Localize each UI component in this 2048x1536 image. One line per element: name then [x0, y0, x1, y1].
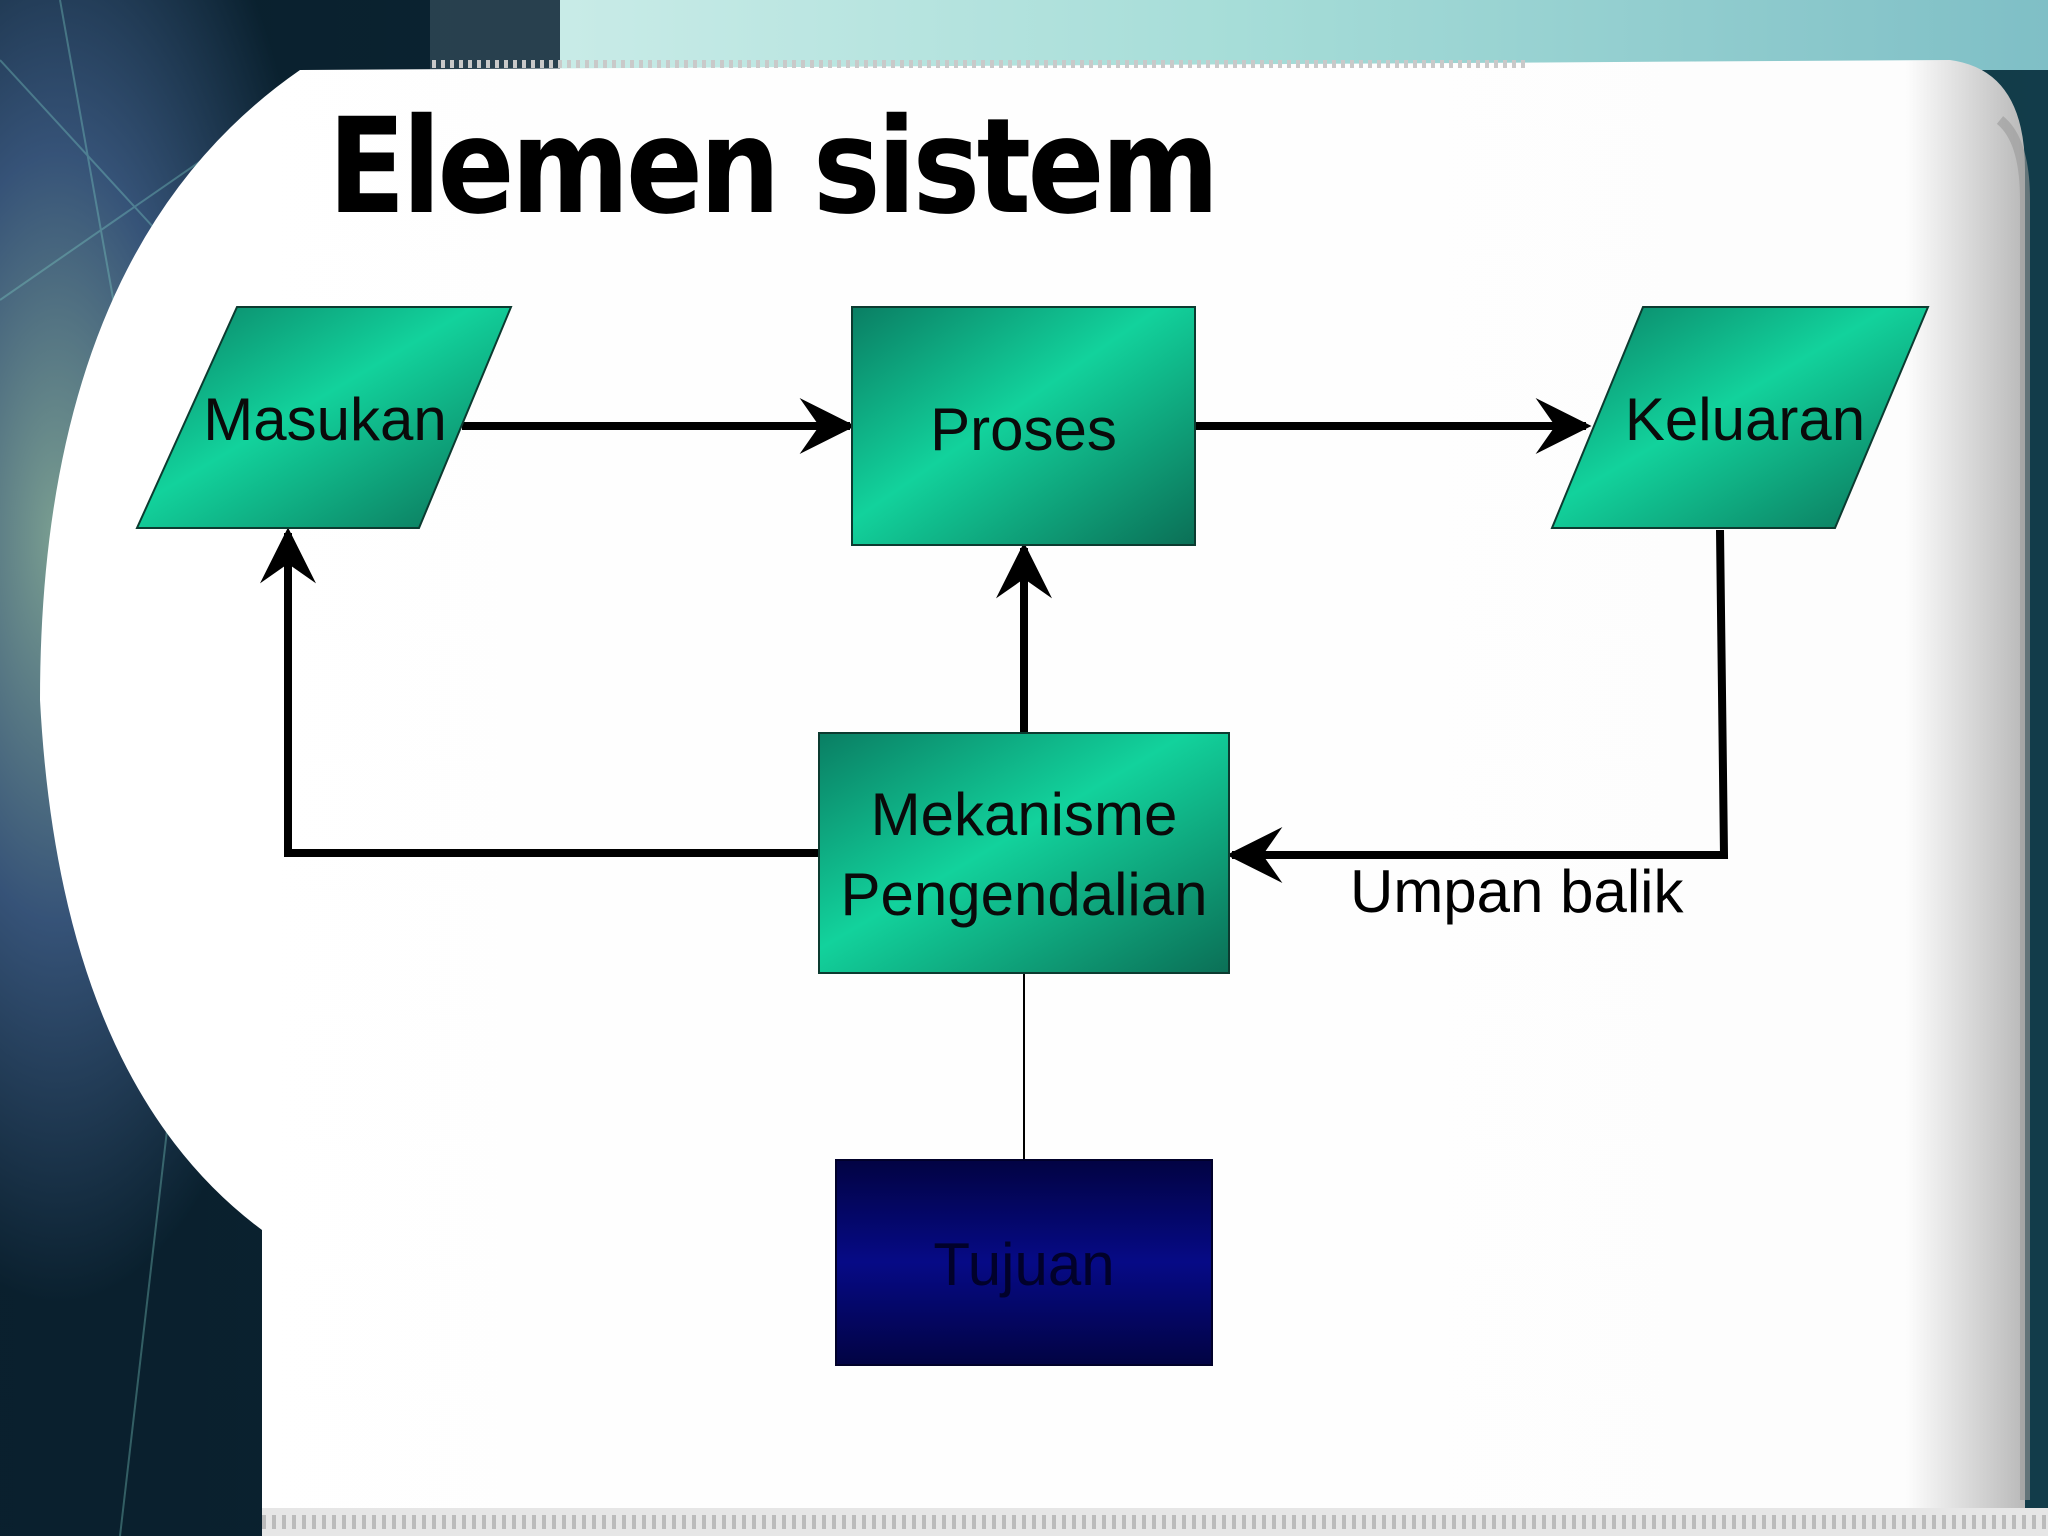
- node-masukan: [135, 306, 513, 529]
- node-tujuan-label: Tujuan: [933, 1231, 1115, 1298]
- slide-title: Elemen sistem: [328, 90, 1219, 244]
- feedback-label: Umpan balik: [1350, 858, 1684, 925]
- node-keluaran-label: Keluaran: [1624, 386, 1866, 453]
- node-proses-label: Proses: [930, 396, 1117, 463]
- node-mekanisme-label: Mekanisme Pengendalian: [840, 781, 1208, 928]
- node-mekanisme-pengendalian: [818, 732, 1230, 974]
- node-proses: [851, 306, 1196, 546]
- node-tujuan: [835, 1159, 1213, 1366]
- node-keluaran: [1550, 306, 1930, 529]
- node-masukan-label: Masukan: [203, 386, 447, 453]
- edge-feedback-keluaran-to-mekanisme: [1226, 529, 1729, 883]
- edge-mekanisme-to-masukan: [260, 527, 819, 857]
